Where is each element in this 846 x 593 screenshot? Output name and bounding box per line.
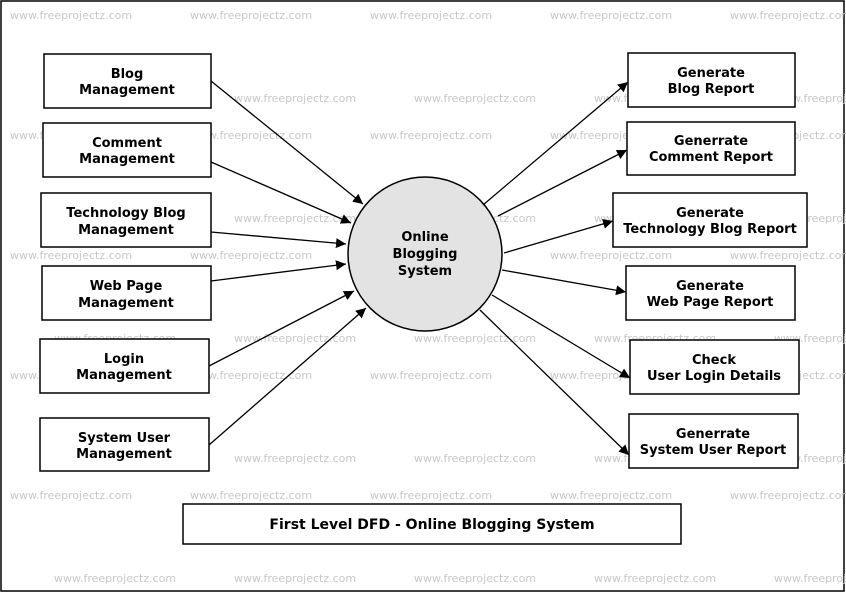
entity-box — [627, 52, 796, 108]
watermark-text: www.freeprojectz.com — [234, 212, 356, 225]
entity-box — [612, 192, 808, 248]
entity-box — [42, 122, 212, 178]
entity-box — [626, 121, 796, 176]
watermark-text: www.freeprojectz.com — [54, 572, 176, 585]
entity-generate-technology-blog-report[interactable]: Generate Technology Blog Report — [612, 192, 808, 248]
entity-box — [628, 413, 799, 469]
entity-generate-blog-report[interactable]: Generate Blog Report — [627, 52, 796, 108]
entity-label: Technology Blog — [66, 206, 185, 221]
entity-box — [629, 339, 800, 395]
watermark-text: www.freeprojectz.com — [730, 489, 846, 502]
entity-label: Comment Report — [649, 150, 773, 165]
watermark-text: www.freeprojectz.com — [234, 332, 356, 345]
entity-box — [625, 265, 796, 321]
flow-arrow-system-user-report — [479, 309, 630, 456]
process-label-line-2: Blogging — [393, 247, 458, 262]
entity-label: Management — [79, 152, 175, 167]
entity-technology-blog-management[interactable]: Technology Blog Management — [40, 192, 212, 248]
watermark-text: www.freeprojectz.com — [234, 572, 356, 585]
flow-arrow-technology-blog — [210, 231, 347, 249]
entity-system-user-management[interactable]: System User Management — [39, 417, 210, 472]
watermark-text: www.freeprojectz.com — [414, 332, 536, 345]
watermark-text: www.freeprojectz.com — [774, 572, 846, 585]
entity-label: Management — [79, 83, 175, 98]
watermark-text: www.freeprojectz.com — [190, 249, 312, 262]
watermark-text: www.freeprojectz.com — [370, 369, 492, 382]
watermark-text: www.freeprojectz.com — [370, 489, 492, 502]
process-label-line-3: System — [398, 264, 452, 279]
entity-web-page-management[interactable]: Web Page Management — [41, 265, 212, 321]
flow-arrow-login — [208, 290, 355, 367]
watermark-text: www.freeprojectz.com — [190, 369, 312, 382]
entity-label: Generrate — [674, 134, 748, 149]
watermark-text: www.freeprojectz.com — [190, 489, 312, 502]
watermark-text: www.freeprojectz.com — [10, 9, 132, 22]
watermark-text: www.freeprojectz.com — [550, 9, 672, 22]
flow-arrow-system-user — [208, 307, 367, 446]
flow-arrow-blog — [210, 80, 364, 205]
title-box — [182, 503, 682, 545]
entity-label: Check — [692, 353, 736, 368]
watermark-text: www.freeprojectz.com — [730, 249, 846, 262]
flow-arrow-web-page — [210, 260, 347, 282]
flow-arrow-comment — [210, 161, 352, 224]
watermark-text: www.freeprojectz.com — [10, 249, 132, 262]
entity-login-management[interactable]: Login Management — [39, 338, 210, 394]
process-label-line-1: Online — [401, 230, 448, 245]
entity-label: User Login Details — [647, 369, 781, 384]
watermark-text: www.freeprojectz.com — [370, 9, 492, 22]
entity-label: Generrate — [676, 427, 750, 442]
entity-generrate-comment-report[interactable]: Generrate Comment Report — [626, 121, 796, 176]
entity-label: Management — [78, 296, 174, 311]
entity-label: System User — [78, 431, 171, 446]
flow-arrow-blog-report — [482, 81, 629, 206]
entity-box — [41, 265, 212, 321]
entity-check-user-login-details[interactable]: Check User Login Details — [629, 339, 800, 395]
flow-arrow-user-login-details — [491, 294, 631, 379]
entity-label: Blog Report — [668, 82, 755, 97]
entity-label: Generate — [677, 66, 745, 81]
diagram-title: First Level DFD - Online Blogging System — [269, 517, 594, 533]
entity-box — [39, 338, 210, 394]
watermark-text: www.freeprojectz.com — [234, 92, 356, 105]
watermark-text: www.freeprojectz.com — [370, 129, 492, 142]
diagram-title-box: First Level DFD - Online Blogging System — [182, 503, 682, 545]
flow-arrow-technology-blog-report — [503, 219, 614, 254]
entity-label: Management — [76, 368, 172, 383]
watermark-text: www.freeprojectz.com — [190, 9, 312, 22]
watermark-text: www.freeprojectz.com — [414, 572, 536, 585]
entity-label: Blog — [111, 67, 144, 82]
watermark-text: www.freeprojectz.com — [234, 452, 356, 465]
entity-comment-management[interactable]: Comment Management — [42, 122, 212, 178]
watermark-text: www.freeprojectz.com — [730, 9, 846, 22]
entity-label: Generate — [676, 279, 744, 294]
watermark-text: www.freeprojectz.com — [550, 489, 672, 502]
flow-arrow-comment-report — [497, 149, 628, 217]
entity-label: Management — [78, 223, 174, 238]
watermark-text: www.freeprojectz.com — [10, 489, 132, 502]
watermark-text: www.freeprojectz.com — [414, 452, 536, 465]
entity-label: Comment — [92, 136, 162, 151]
watermark-text: www.freeprojectz.com — [550, 249, 672, 262]
entity-label: Web Page — [90, 279, 163, 294]
entity-box — [43, 53, 212, 109]
entity-blog-management[interactable]: Blog Management — [43, 53, 212, 109]
entity-box — [40, 192, 212, 248]
flow-arrow-web-page-report — [501, 269, 627, 296]
entity-label: Management — [76, 447, 172, 462]
entity-label: Web Page Report — [647, 295, 774, 310]
watermark-text: www.freeprojectz.com — [414, 92, 536, 105]
entity-generrate-system-user-report[interactable]: Generrate System User Report — [628, 413, 799, 469]
entity-label: Login — [104, 352, 144, 367]
watermark-text: www.freeprojectz.com — [594, 572, 716, 585]
entity-label: Generate — [676, 206, 744, 221]
process-circle — [347, 176, 503, 332]
entity-label: System User Report — [640, 443, 786, 458]
entity-box — [39, 417, 210, 472]
entity-generate-web-page-report[interactable]: Generate Web Page Report — [625, 265, 796, 321]
entity-label: Technology Blog Report — [623, 222, 797, 237]
process-node[interactable]: Online Blogging System — [347, 176, 503, 332]
